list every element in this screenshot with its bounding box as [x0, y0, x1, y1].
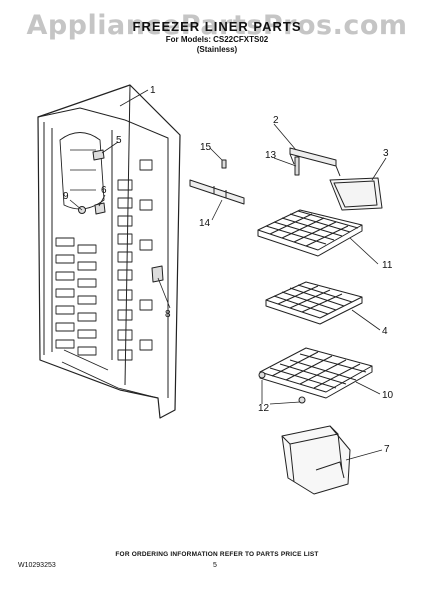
callout-8: 8 [165, 309, 171, 320]
part-3-glass-panel [329, 177, 383, 211]
part-2-support-rail [289, 147, 341, 177]
callout-5: 5 [116, 135, 122, 146]
part-12-shelf-stops [258, 371, 306, 404]
callout-3: 3 [383, 148, 389, 159]
callout-14: 14 [199, 218, 211, 229]
part-6-fitting [94, 202, 106, 215]
part-7-bin [281, 425, 351, 495]
callout-11: 11 [382, 260, 393, 271]
part-5-clip [92, 149, 105, 161]
callout-1: 1 [150, 85, 156, 96]
callout-12: 12 [258, 403, 270, 414]
callout-9: 9 [63, 191, 69, 202]
model-number: CS22CFXTS02 [213, 35, 269, 44]
part-4-wire-shelf [265, 281, 363, 325]
watermark: AppliancePartsPros.com [26, 10, 408, 41]
page-title: FREEZER LINER PARTS [132, 19, 302, 34]
page-number: 5 [213, 562, 217, 569]
part-14-shelf-bracket [189, 179, 245, 205]
model-label: For Models: [165, 35, 212, 44]
ordering-note: FOR ORDERING INFORMATION REFER TO PARTS … [115, 551, 319, 558]
model-variant: (Stainless) [196, 45, 238, 54]
part-13-rail-end [294, 156, 300, 176]
part-15-screw [221, 159, 227, 169]
callout-7: 7 [384, 444, 390, 455]
part-10-wire-shelf [259, 347, 373, 399]
callout-13: 13 [265, 150, 277, 161]
document-number: W10293253 [18, 562, 56, 569]
callout-6: 6 [101, 185, 107, 196]
callout-4: 4 [382, 326, 388, 337]
part-8-bracket [151, 265, 164, 283]
callout-2: 2 [273, 115, 279, 126]
callout-10: 10 [382, 390, 394, 401]
part-11-wire-shelf [257, 209, 363, 257]
leader-lines [69, 89, 387, 461]
model-info: For Models:CS22CFXTS02 (Stainless) [0, 35, 434, 55]
freezer-liner-shell [37, 84, 181, 419]
callout-15: 15 [200, 142, 212, 153]
